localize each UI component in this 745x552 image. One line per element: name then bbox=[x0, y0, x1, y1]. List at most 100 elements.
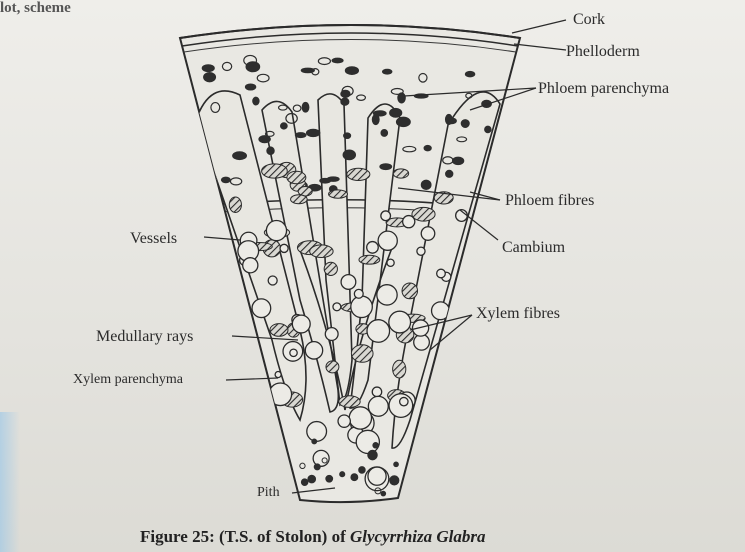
fibre-cluster bbox=[310, 245, 333, 258]
vessel bbox=[368, 467, 386, 485]
fibre-cluster bbox=[339, 396, 360, 408]
vessel bbox=[252, 299, 271, 318]
vessel bbox=[349, 407, 371, 429]
phloem-cell bbox=[421, 180, 431, 189]
vessel bbox=[268, 276, 277, 285]
label-xylem-fibres: Xylem fibres bbox=[476, 306, 560, 322]
label-phloem-fibres: Phloem fibres bbox=[505, 193, 594, 209]
pith-cell bbox=[351, 474, 358, 481]
phloem-cell bbox=[461, 120, 469, 128]
fibre-cluster bbox=[412, 207, 435, 221]
vessel bbox=[367, 320, 390, 343]
phloem-cell bbox=[383, 69, 392, 74]
vessel bbox=[437, 269, 446, 278]
fibre-cluster bbox=[351, 345, 373, 362]
label-medullary-rays: Medullary rays bbox=[96, 329, 193, 345]
vessel bbox=[266, 221, 286, 241]
vessel bbox=[243, 258, 258, 273]
phloem-cell bbox=[204, 73, 216, 82]
phloem-cell bbox=[281, 123, 288, 129]
fibre-cluster bbox=[359, 255, 380, 264]
label-vessels: Vessels bbox=[130, 231, 177, 247]
vessel bbox=[354, 289, 363, 298]
label-xylem-parenchyma: Xylem parenchyma bbox=[73, 373, 183, 387]
fibre-cluster bbox=[270, 324, 288, 337]
phloem-cell bbox=[344, 133, 351, 138]
phloem-cell bbox=[424, 145, 431, 150]
fibre-cluster bbox=[291, 195, 308, 204]
pith-cell bbox=[390, 476, 399, 485]
vessel bbox=[387, 259, 394, 266]
phloem-cell bbox=[320, 178, 331, 183]
fibre-cluster bbox=[324, 262, 337, 275]
pith-cell bbox=[368, 450, 378, 460]
label-pith: Pith bbox=[257, 486, 280, 500]
label-phloem-parenchyma: Phloem parenchyma bbox=[538, 81, 669, 97]
leader-cork bbox=[512, 20, 566, 33]
vessel bbox=[367, 242, 379, 254]
fibre-cluster bbox=[262, 164, 288, 178]
pith-cell bbox=[381, 491, 386, 496]
fibre-cluster bbox=[393, 360, 406, 378]
pith-cell bbox=[394, 462, 399, 467]
label-cambium: Cambium bbox=[502, 240, 565, 256]
caption-species: Glycyrrhiza Glabra bbox=[350, 527, 486, 546]
phloem-cell bbox=[221, 177, 230, 182]
phloem-cell bbox=[446, 115, 453, 125]
label-phelloderm: Phelloderm bbox=[566, 44, 640, 60]
phloem-cell bbox=[307, 129, 320, 136]
phloem-cell bbox=[253, 97, 259, 105]
fibre-cluster bbox=[347, 168, 370, 180]
pith-cell bbox=[312, 439, 317, 444]
label-cork: Cork bbox=[573, 12, 605, 28]
figure-caption: Figure 25: (T.S. of Stolon) of Glycyrrhi… bbox=[140, 527, 486, 547]
phloem-cell bbox=[343, 150, 355, 159]
pith-cell bbox=[308, 475, 316, 483]
vessel bbox=[307, 422, 327, 442]
phloem-cell bbox=[233, 152, 247, 160]
phloem-cell bbox=[485, 126, 491, 132]
vessel bbox=[351, 296, 373, 318]
phloem-cell bbox=[341, 98, 349, 105]
vessel bbox=[341, 275, 356, 290]
phloem-cell bbox=[267, 147, 274, 154]
phloem-cell bbox=[295, 133, 306, 138]
phloem-cell bbox=[302, 102, 309, 112]
phloem-cell bbox=[373, 111, 386, 116]
fibre-cluster bbox=[393, 169, 408, 178]
vessel bbox=[403, 216, 415, 228]
vessel bbox=[325, 328, 338, 341]
pith-cell bbox=[340, 472, 345, 477]
vessel bbox=[290, 349, 297, 356]
phloem-cell bbox=[390, 108, 402, 117]
fibre-cluster bbox=[287, 171, 306, 183]
fibre-cluster bbox=[329, 190, 348, 198]
fibre-cluster bbox=[402, 283, 418, 299]
vessel bbox=[356, 430, 379, 453]
vessel bbox=[372, 387, 381, 396]
phloem-cell bbox=[345, 67, 358, 75]
phloem-cell bbox=[465, 71, 474, 76]
pith-cell bbox=[326, 475, 333, 482]
phloem-cell bbox=[202, 65, 214, 72]
vessel bbox=[333, 303, 341, 311]
vessel bbox=[338, 415, 350, 427]
vessel bbox=[280, 244, 288, 252]
pith-cell bbox=[314, 464, 320, 470]
phloem-cell bbox=[446, 170, 453, 177]
vessel bbox=[275, 372, 281, 378]
vessel bbox=[389, 311, 411, 333]
vessel bbox=[292, 315, 310, 333]
pith-cell bbox=[301, 479, 308, 486]
pith-cell bbox=[359, 467, 366, 474]
phloem-cell bbox=[259, 136, 270, 143]
caption-prefix: Figure 25: (T.S. of Stolon) of bbox=[140, 527, 350, 546]
vessel bbox=[368, 396, 388, 416]
vessel bbox=[417, 247, 425, 255]
pith-cell bbox=[373, 443, 379, 449]
leader-phelloderm bbox=[514, 44, 566, 50]
vessel bbox=[414, 334, 430, 350]
phloem-cell bbox=[397, 117, 411, 126]
vessel bbox=[400, 397, 408, 405]
